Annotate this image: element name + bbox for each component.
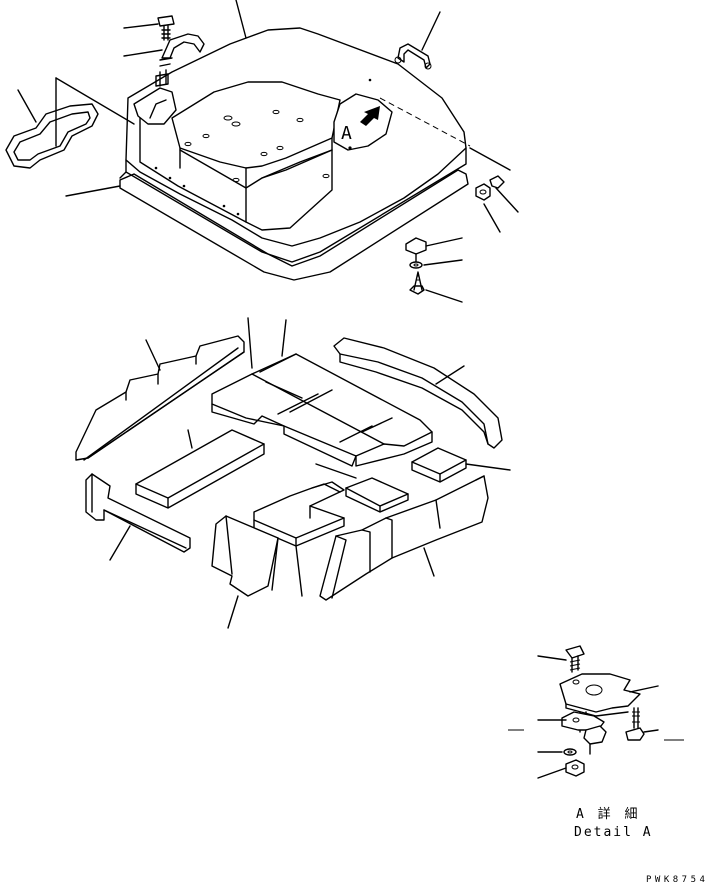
floor-seal-strip [120, 170, 468, 280]
detail-a-caption-en: Detail A [574, 825, 653, 840]
insulation-pad-angled [212, 516, 278, 596]
insulation-pad-step [346, 478, 408, 506]
detail-a-caption-jp: A 詳 細 [576, 806, 640, 822]
detail-a-callout: A [334, 94, 392, 150]
leader-lines [18, 0, 658, 778]
insulation-left-long [76, 336, 244, 460]
insulation-right-long [334, 338, 502, 448]
insulation-panels [76, 336, 502, 600]
detail-a-lower-bracket [562, 712, 604, 730]
insulation-pad-small-right [412, 448, 466, 474]
insulation-t-pad [86, 474, 190, 552]
grab-handle-left [156, 34, 204, 86]
detail-a-assembly [560, 646, 644, 776]
drawing-code: PWK8754 [646, 875, 708, 884]
grab-handle-right [395, 44, 431, 69]
detail-a-letter: A [341, 123, 352, 144]
reference-line [380, 98, 470, 146]
roof-cover-assembly [120, 28, 470, 280]
bolt-top-left [158, 16, 174, 40]
recess-bolt-holes [154, 78, 372, 216]
insulation-block-center [254, 482, 344, 538]
right-fasteners [406, 176, 504, 294]
seal-pad-left [6, 104, 98, 168]
detail-a-dash-marks [508, 730, 684, 740]
